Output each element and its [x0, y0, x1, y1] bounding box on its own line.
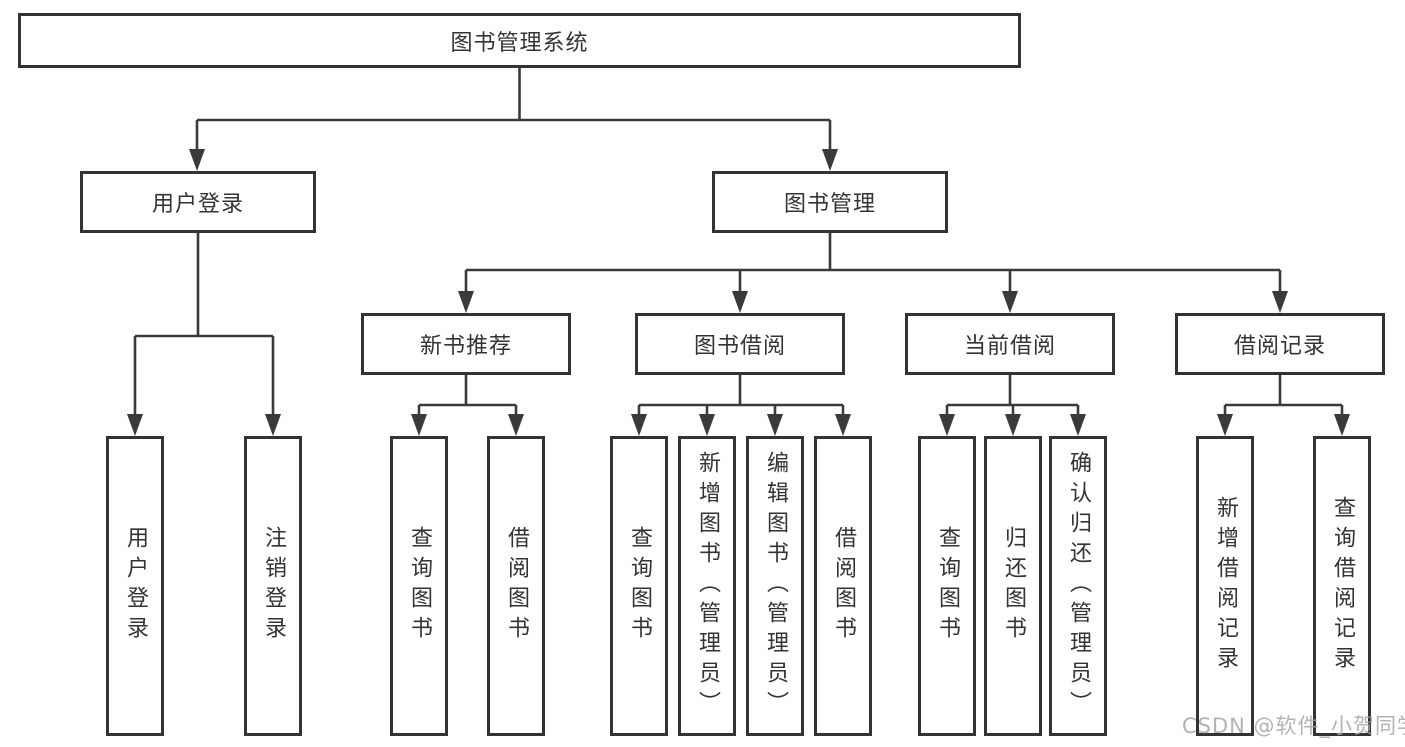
node-borrow-records-label: 借阅记录: [1233, 334, 1326, 359]
connector-root-to-level2: [189, 68, 838, 171]
node-root: 图书管理系统: [18, 13, 1021, 68]
node-new-book-recommend-label: 新书推荐: [419, 334, 512, 359]
leaf-query-borrow-record-label: 查询借阅记录: [1330, 496, 1355, 676]
leaf-user-login-label: 用户登录: [123, 526, 148, 646]
node-book-mgmt-label: 图书管理: [783, 192, 876, 217]
leaf-add-borrow-record-label: 新增借阅记录: [1213, 496, 1238, 676]
connector-book-borrow-to-leaves: [631, 375, 851, 436]
leaf-recommend-borrow-books: 借阅图书: [487, 436, 545, 736]
leaf-recommend-query-books: 查询图书: [390, 436, 448, 736]
node-current-borrow-label: 当前借阅: [963, 334, 1056, 359]
leaf-confirm-return-admin: 确认归还（管理员）: [1049, 436, 1107, 736]
leaf-return-books-label: 归还图书: [1001, 526, 1026, 646]
connector-new-book-to-leaves: [411, 375, 524, 436]
leaf-current-query-books-label: 查询图书: [935, 526, 960, 646]
node-current-borrow: 当前借阅: [905, 313, 1115, 375]
connector-borrow-records-to-leaves: [1217, 375, 1350, 436]
leaf-edit-books-admin-label: 编辑图书（管理员）: [763, 451, 788, 721]
connector-current-borrow-to-leaves: [939, 375, 1086, 436]
node-new-book-recommend: 新书推荐: [361, 313, 571, 375]
leaf-add-books-admin-label: 新增图书（管理员）: [695, 451, 720, 721]
leaf-logout-label: 注销登录: [261, 526, 286, 646]
node-root-label: 图书管理系统: [450, 30, 589, 56]
leaf-recommend-borrow-books-label: 借阅图书: [504, 526, 529, 646]
leaf-user-login: 用户登录: [106, 436, 164, 736]
node-user-login-label: 用户登录: [151, 192, 244, 217]
node-book-borrow: 图书借阅: [635, 313, 845, 375]
node-book-mgmt: 图书管理: [712, 171, 948, 233]
leaf-borrow-query-books-label: 查询图书: [627, 526, 652, 646]
leaf-return-books: 归还图书: [984, 436, 1042, 736]
connector-book-mgmt-to-level3: [458, 233, 1288, 313]
leaf-confirm-return-admin-label: 确认归还（管理员）: [1066, 451, 1091, 721]
leaf-add-borrow-record: 新增借阅记录: [1196, 436, 1254, 736]
leaf-add-books-admin: 新增图书（管理员）: [678, 436, 736, 736]
csdn-watermark: CSDN @软件_小贺同学: [1182, 714, 1405, 738]
leaf-borrow-books: 借阅图书: [814, 436, 872, 736]
leaf-recommend-query-books-label: 查询图书: [407, 526, 432, 646]
leaf-borrow-query-books: 查询图书: [610, 436, 668, 736]
leaf-logout: 注销登录: [244, 436, 302, 736]
leaf-query-borrow-record: 查询借阅记录: [1313, 436, 1371, 736]
node-borrow-records: 借阅记录: [1175, 313, 1385, 375]
leaf-current-query-books: 查询图书: [918, 436, 976, 736]
leaf-borrow-books-label: 借阅图书: [831, 526, 856, 646]
node-user-login: 用户登录: [80, 171, 316, 233]
connector-user-login-to-leaves: [127, 233, 281, 436]
node-book-borrow-label: 图书借阅: [693, 334, 786, 359]
leaf-edit-books-admin: 编辑图书（管理员）: [746, 436, 804, 736]
